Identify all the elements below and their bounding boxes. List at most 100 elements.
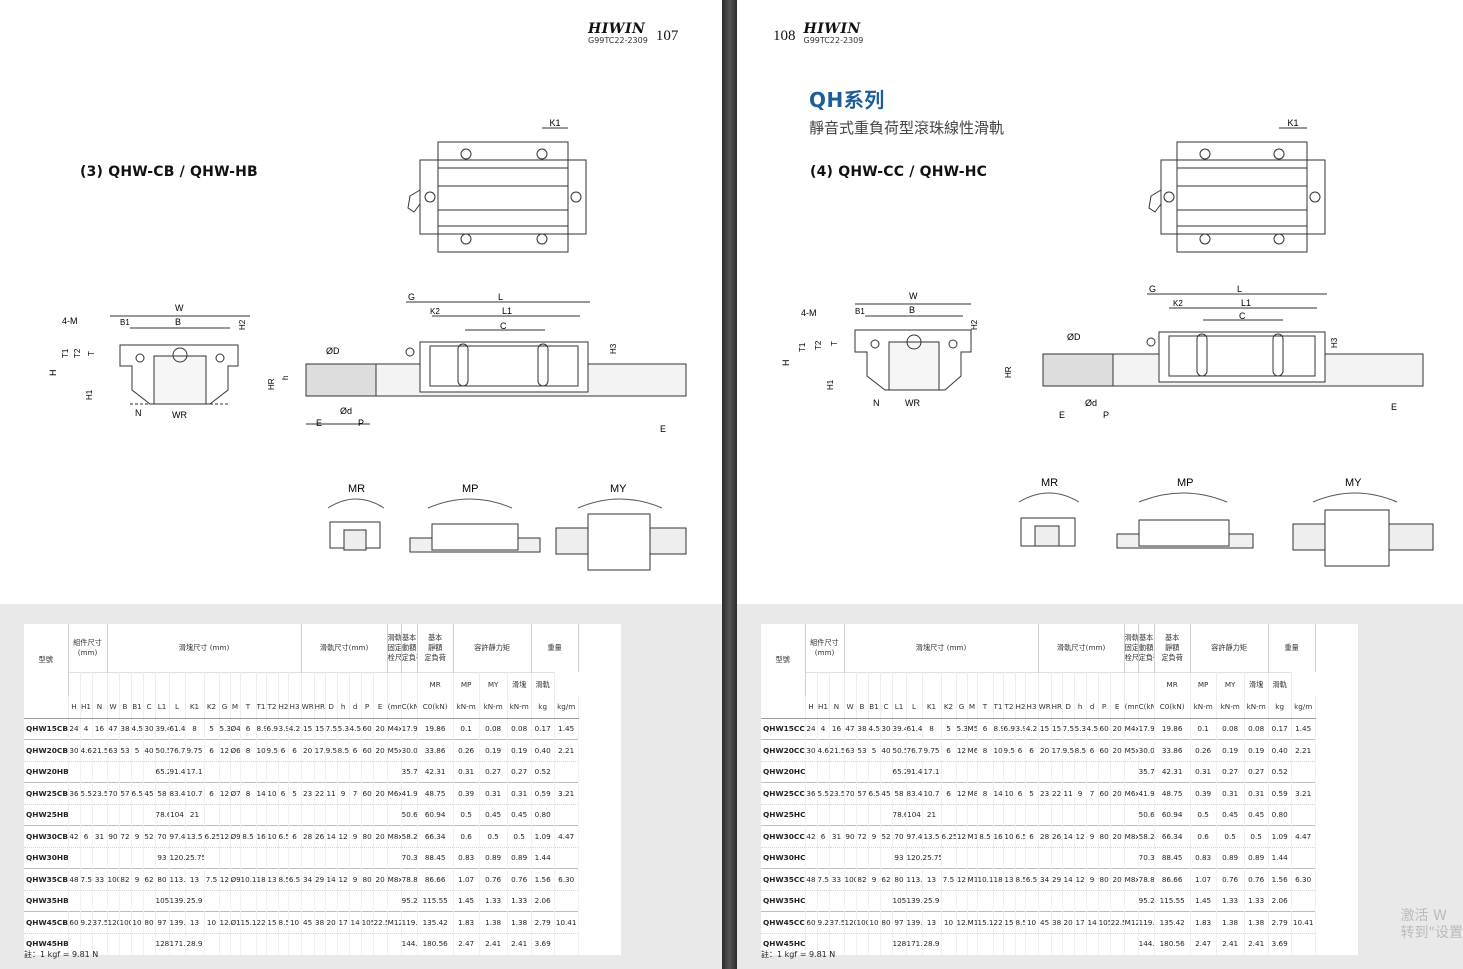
row-cell	[956, 803, 968, 826]
table-row: QHW30CC4263190729527097.413.56.2512M108.…	[761, 825, 1357, 847]
row-cell	[967, 846, 978, 869]
row-cell: 2.41	[1244, 932, 1269, 955]
row-cell: 19.86	[417, 717, 454, 740]
row-cell	[143, 803, 156, 826]
row-cell: 37.5	[829, 911, 845, 933]
row-cell: 30	[68, 739, 81, 761]
row-cell	[1038, 846, 1052, 869]
row-cell	[278, 846, 289, 869]
row-cell: 1.83	[453, 911, 480, 933]
row-cell	[143, 932, 156, 955]
row-cell: 105	[1098, 911, 1111, 933]
row-cell	[240, 803, 257, 826]
col-d: D	[325, 696, 338, 719]
row-cell	[219, 932, 231, 955]
row-cell	[373, 932, 388, 955]
row-cell: 12	[1074, 825, 1087, 847]
row-cell	[314, 760, 326, 783]
row-cell: 6	[204, 739, 220, 761]
row-cell: 52	[880, 825, 893, 847]
row-cell: 180.56	[417, 932, 454, 955]
row-cell	[1003, 760, 1016, 783]
watermark-line-1: 激活 W	[1400, 908, 1447, 924]
row-cell	[266, 889, 279, 912]
table-row: QHW45HC128.8171.228.9144.13180.562.472.4…	[761, 932, 1357, 955]
row-cell	[131, 932, 144, 955]
row-cell: 6.5	[1015, 825, 1026, 847]
row-cell	[956, 889, 968, 912]
row-cell: Ø4.5	[230, 717, 241, 740]
row-cell	[941, 889, 957, 912]
col-knm: kN-m	[507, 696, 532, 719]
dim-t: T	[830, 341, 839, 346]
row-cell: 0.19	[1244, 739, 1269, 761]
row-cell: 65.2	[892, 760, 907, 783]
row-cell: 1.07	[453, 868, 480, 890]
row-cell: 12	[956, 825, 968, 847]
row-cell	[1098, 803, 1111, 826]
dim-b: B	[909, 305, 915, 315]
row-cell: 6.5	[288, 868, 302, 890]
row-cell: 0.31	[1216, 782, 1245, 804]
dim-h: H	[781, 360, 791, 367]
col-group-assembly: 組件尺寸(mm)	[805, 624, 845, 672]
row-cell: 6.5	[131, 782, 144, 804]
dim-d: Ød	[1085, 398, 1097, 408]
col-spacer	[1015, 671, 1026, 696]
table-row: QHW30HB93120.425.7570.3288.450.830.890.8…	[24, 846, 620, 869]
row-cell: 144.13	[1138, 932, 1155, 955]
row-cell: 9.75	[922, 739, 942, 761]
col-kg: kg	[1268, 696, 1292, 719]
row-cell: 4	[817, 717, 830, 740]
top-view-drawing: K1	[1148, 118, 1326, 253]
col-h: h	[1074, 696, 1087, 719]
col-wr: WR	[1038, 696, 1052, 719]
col-ckn: C(kN)	[1138, 696, 1155, 719]
row-cell	[230, 932, 241, 955]
col-t: T	[977, 696, 994, 719]
row-cell: 0.59	[1268, 782, 1292, 804]
row-cell: 13	[922, 868, 942, 890]
row-cell	[349, 889, 362, 912]
row-cell: 7	[1086, 782, 1099, 804]
row-cell: 0.59	[531, 782, 555, 804]
row-cell	[361, 760, 374, 783]
col-model-unit	[761, 696, 806, 719]
row-cell: 41.9	[1138, 782, 1155, 804]
row-cell: 139.4	[169, 889, 186, 912]
row-cell	[288, 803, 302, 826]
dim-l1: L1	[1241, 298, 1251, 308]
row-cell: 78.89	[1138, 868, 1155, 890]
row-cell: 70.32	[401, 846, 418, 869]
row-cell	[68, 760, 81, 783]
row-cell: 97.4	[906, 825, 923, 847]
col-g: G	[219, 696, 231, 719]
col-model-unit	[24, 696, 69, 719]
row-cell: 23	[301, 782, 315, 804]
row-cell	[844, 760, 857, 783]
row-cell: 5	[1025, 782, 1039, 804]
row-cell: 1.38	[507, 911, 532, 933]
row-cell: 97	[892, 911, 907, 933]
row-model: QHW30HB	[24, 846, 69, 869]
row-cell: M12x35	[1124, 911, 1139, 933]
row-cell	[361, 846, 374, 869]
row-cell: 10	[1003, 825, 1016, 847]
row-cell: 4.5	[868, 717, 881, 740]
row-cell: 3.95	[1015, 717, 1026, 740]
row-cell: 33	[829, 868, 845, 890]
row-cell	[829, 932, 845, 955]
row-cell: 0.52	[531, 760, 555, 783]
row-cell: 4.47	[1291, 825, 1316, 847]
col-knm: kN-m	[1190, 696, 1217, 719]
row-cell	[349, 846, 362, 869]
row-cell	[143, 889, 156, 912]
row-cell: 10	[266, 825, 279, 847]
col-spacer	[941, 671, 957, 696]
activation-watermark: 激活 W 转到"设置	[1401, 908, 1463, 942]
row-cell	[1025, 932, 1039, 955]
row-cell: 53	[856, 739, 869, 761]
front-view-drawing: W B B1 4-M H2 H T1 T2 T H1 N WR	[781, 291, 979, 408]
row-model: QHW15CB	[24, 717, 69, 740]
